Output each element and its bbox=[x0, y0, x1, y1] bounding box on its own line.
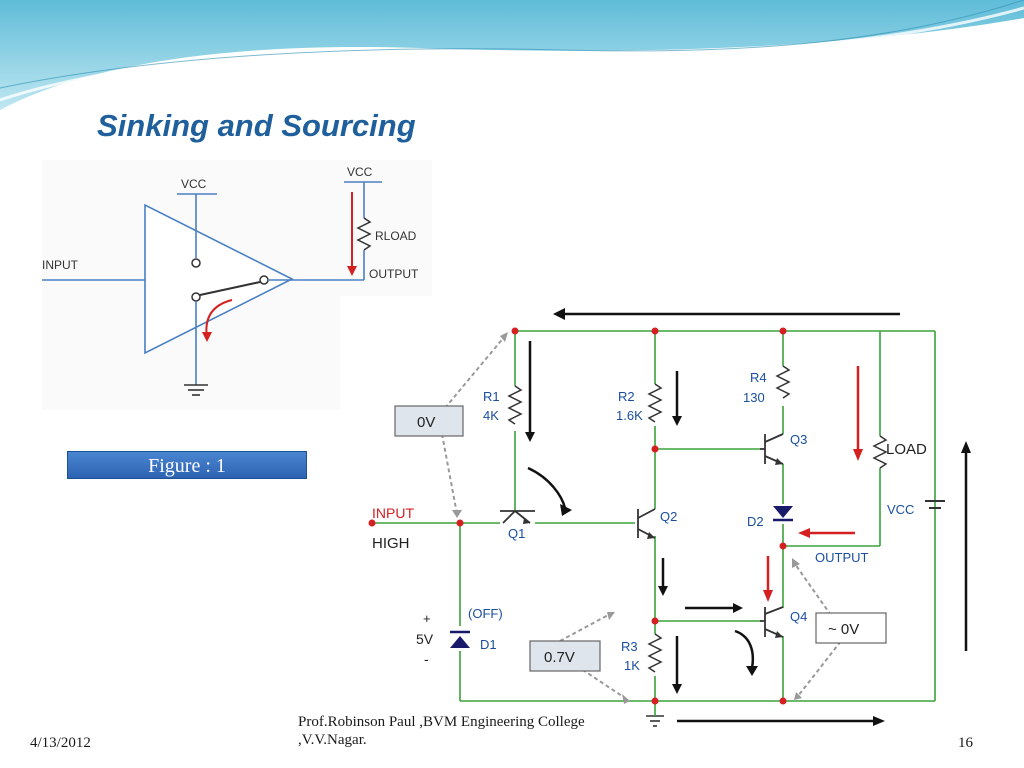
switch-contact-lower bbox=[191, 292, 201, 302]
buffer-gate-triangle bbox=[144, 203, 294, 355]
current-flow-arrows bbox=[527, 312, 968, 723]
r4-value-label: 130 bbox=[743, 390, 765, 405]
diode-d1 bbox=[450, 636, 470, 648]
header-wave-line bbox=[0, 0, 1024, 89]
resistor-r4 bbox=[775, 365, 791, 399]
gate-vcc-label: VCC bbox=[181, 177, 207, 191]
diode-d2 bbox=[773, 506, 793, 518]
circuit-nodes bbox=[368, 327, 787, 705]
slide-title: Sinking and Sourcing bbox=[97, 108, 416, 143]
callout-pointers bbox=[441, 335, 846, 699]
d2-label: D2 bbox=[747, 514, 764, 529]
header-wave bbox=[0, 0, 1024, 110]
resistor-load bbox=[872, 435, 888, 469]
r4-name-label: R4 bbox=[750, 370, 767, 385]
q2-label: Q2 bbox=[660, 509, 677, 524]
resistor-r2 bbox=[647, 383, 663, 423]
r2-name-label: R2 bbox=[618, 389, 635, 404]
footer-author: Prof.Robinson Paul ,BVM Engineering Coll… bbox=[298, 713, 585, 749]
callout-approx-0v-box bbox=[815, 612, 887, 644]
figure-caption: Figure : 1 bbox=[67, 451, 307, 479]
q4-label: Q4 bbox=[790, 609, 807, 624]
callout-approx-0v: ~ 0V bbox=[828, 621, 859, 638]
figure-2-ttl-circuit: 0V 0.7V ~ 0V R1 4K R2 1.6K R4 130 R3 1K … bbox=[340, 296, 980, 736]
plus-label: + bbox=[423, 611, 431, 626]
minus-label: - bbox=[424, 651, 429, 667]
d1-label: D1 bbox=[480, 637, 497, 652]
header-wave-highlight bbox=[0, 6, 1024, 102]
input-label: INPUT bbox=[42, 258, 79, 272]
footer-page-number: 16 bbox=[958, 735, 973, 751]
resistor-r3 bbox=[647, 633, 663, 673]
footer-author-line-1: Prof.Robinson Paul ,BVM Engineering Coll… bbox=[298, 714, 585, 730]
red-current-arrows bbox=[766, 366, 860, 592]
high-label: HIGH bbox=[372, 535, 410, 552]
callout-0v-box bbox=[394, 405, 464, 437]
circuit-wires bbox=[370, 330, 936, 702]
rload-label: RLOAD bbox=[375, 229, 417, 243]
footer-date: 4/13/2012 bbox=[30, 735, 91, 751]
load-vcc-label: VCC bbox=[347, 165, 373, 179]
q3-label: Q3 bbox=[790, 432, 807, 447]
vcc-label: VCC bbox=[887, 502, 914, 517]
input-label: INPUT bbox=[372, 505, 414, 521]
r3-value-label: 1K bbox=[624, 658, 640, 673]
switch-pivot bbox=[259, 275, 269, 285]
callout-0.7v: 0.7V bbox=[544, 649, 575, 666]
switch-contact-upper bbox=[191, 258, 201, 268]
footer-author-line-2: ,V.V.Nagar. bbox=[298, 732, 367, 748]
callout-0v: 0V bbox=[417, 414, 435, 431]
output-label: OUTPUT bbox=[815, 550, 869, 565]
callout-07v-box bbox=[529, 640, 601, 672]
switch-arm bbox=[199, 281, 261, 296]
off-label: (OFF) bbox=[468, 606, 503, 621]
r1-value-label: 4K bbox=[483, 408, 499, 423]
q1-label: Q1 bbox=[508, 526, 525, 541]
resistor-r1 bbox=[507, 385, 523, 425]
load-label: LOAD bbox=[886, 441, 927, 458]
r1-name-label: R1 bbox=[483, 389, 500, 404]
output-label: OUTPUT bbox=[369, 267, 419, 281]
five-v-label: 5V bbox=[416, 631, 434, 647]
r3-name-label: R3 bbox=[621, 639, 638, 654]
r2-value-label: 1.6K bbox=[616, 408, 643, 423]
rload-resistor bbox=[356, 217, 372, 251]
